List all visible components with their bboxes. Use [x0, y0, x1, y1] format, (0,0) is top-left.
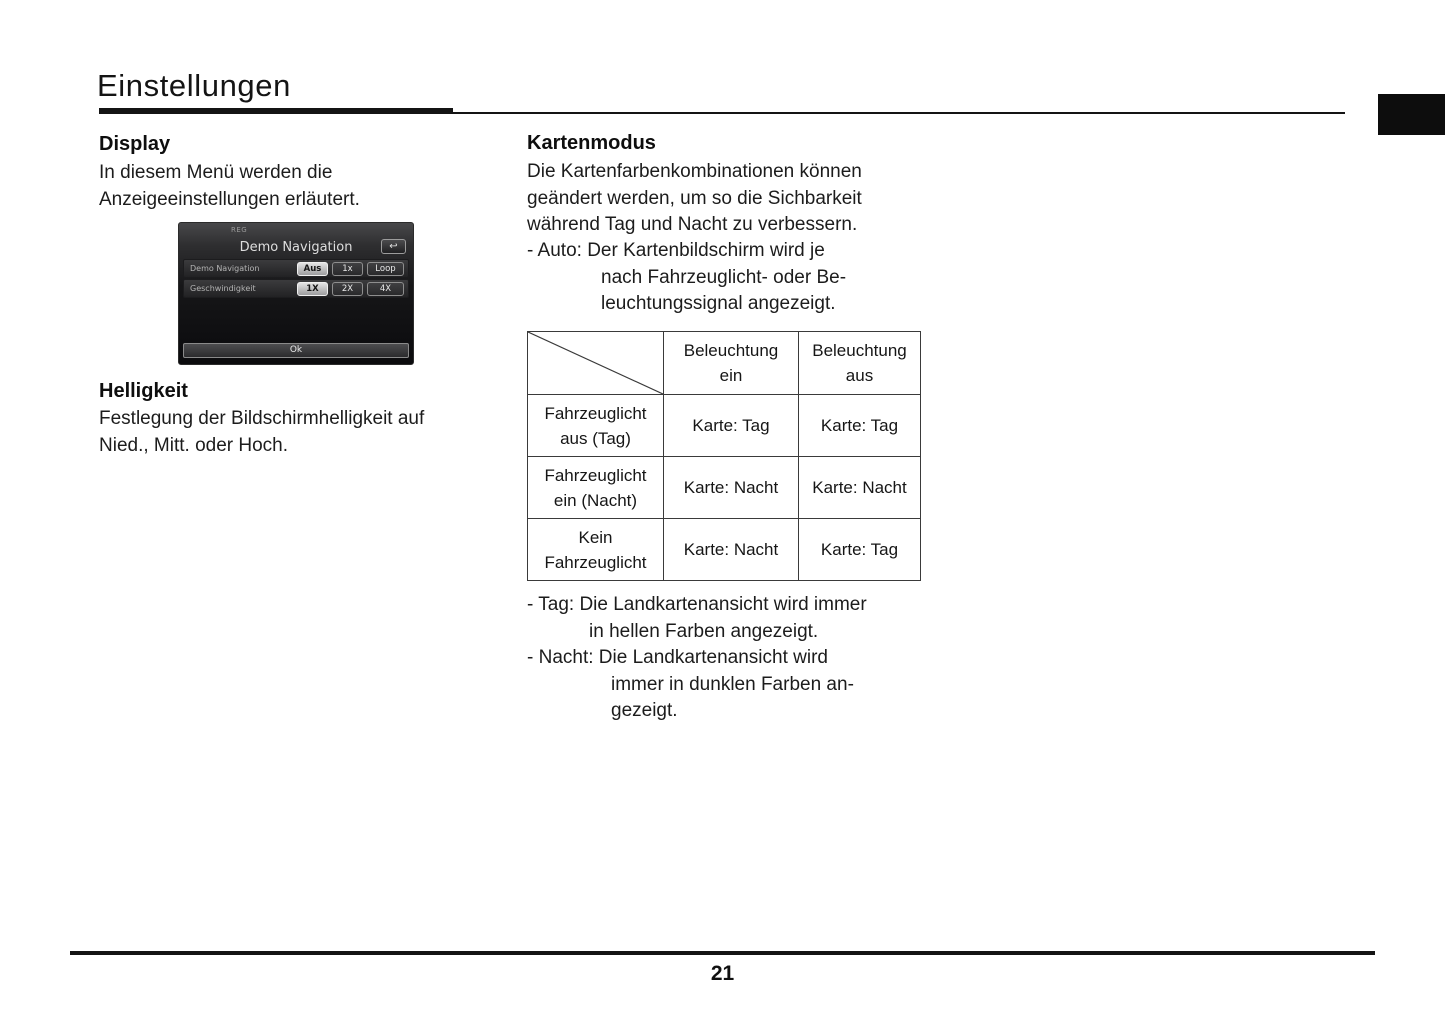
- text-line: gezeigt.: [611, 700, 678, 721]
- header-line: Beleuchtung: [683, 341, 779, 360]
- nacht-list-item: - Nacht: Die Landkartenansicht wird imme…: [527, 645, 854, 725]
- label-line: Fahrzeuglicht: [544, 403, 647, 423]
- kartenmodus-intro: Die Kartenfarbenkombinationen können geä…: [527, 159, 862, 239]
- header-line: aus: [845, 366, 874, 385]
- table-cell: Karte: Nacht: [798, 456, 921, 519]
- back-icon: ↩: [381, 239, 406, 254]
- device-ok-button: Ok: [183, 343, 409, 358]
- device-screen-title: Demo Navigation: [239, 240, 353, 255]
- kartenmodus-table: Beleuchtung ein Beleuchtung aus Fahrzeug…: [527, 331, 921, 581]
- text-line: leuchtungssignal angezeigt.: [601, 293, 836, 314]
- row-label: Fahrzeuglicht aus (Tag): [527, 394, 664, 457]
- device-button-loop: Loop: [367, 261, 404, 276]
- table-row: Fahrzeuglicht aus (Tag) Karte: Tag Karte…: [527, 394, 921, 457]
- page-number: 21: [710, 962, 735, 985]
- device-row-label: Demo Navigation: [190, 264, 260, 273]
- diagonal-line: [528, 332, 663, 394]
- text-line: - Nacht: Die Landkartenansicht wird: [527, 647, 828, 668]
- device-row-demo-navigation: Demo Navigation Aus 1x Loop: [183, 259, 409, 278]
- text-line: während Tag und Nacht zu verbessern.: [527, 214, 858, 235]
- display-paragraph: In diesem Menü werden die Anzeigeeinstel…: [99, 160, 360, 213]
- row-label: Fahrzeuglicht ein (Nacht): [527, 456, 664, 519]
- text-line: Nied., Mitt. oder Hoch.: [99, 434, 289, 456]
- row-label: Kein Fahrzeuglicht: [527, 518, 664, 581]
- text-line: in hellen Farben angezeigt.: [589, 620, 819, 642]
- header-rule: [453, 112, 1345, 114]
- device-map-area: [179, 298, 413, 343]
- text-line: Festlegung der Bildschirmhelligkeit auf: [99, 408, 425, 429]
- device-row-label: Geschwindigkeit: [190, 284, 256, 293]
- table-cell: Karte: Tag: [663, 394, 799, 457]
- text-line: In diesem Menü werden die: [99, 162, 333, 183]
- label-line: Kein: [578, 527, 613, 547]
- table-row: Kein Fahrzeuglicht Karte: Nacht Karte: T…: [527, 518, 921, 581]
- display-heading: Display: [99, 133, 171, 155]
- device-button-aus: Aus: [297, 261, 328, 276]
- text-line: Anzeigeeinstellungen erläutert.: [99, 188, 360, 210]
- label-line: Fahrzeuglicht: [544, 465, 647, 485]
- table-cell: Karte: Tag: [798, 394, 921, 457]
- device-button-1x: 1x: [332, 261, 363, 276]
- text-line: - Auto: Der Kartenbildschirm wird je: [527, 240, 825, 261]
- footer-rule: [70, 951, 1375, 955]
- table-header-beleuchtung-ein: Beleuchtung ein: [663, 331, 799, 395]
- page-title: Einstellungen: [97, 68, 291, 103]
- device-button-1x-speed: 1X: [297, 281, 328, 296]
- label-line: ein (Nacht): [553, 490, 638, 510]
- device-button-2x-speed: 2X: [332, 281, 363, 296]
- title-underline: [99, 108, 453, 114]
- label-line: aus (Tag): [560, 428, 631, 448]
- device-title-bar: Demo Navigation ↩: [179, 237, 413, 258]
- table-cell: Karte: Nacht: [663, 518, 799, 581]
- table-cell: Karte: Nacht: [663, 456, 799, 519]
- table-row: Fahrzeuglicht ein (Nacht) Karte: Nacht K…: [527, 456, 921, 519]
- text-line: immer in dunklen Farben an-: [611, 673, 854, 695]
- helligkeit-heading: Helligkeit: [99, 380, 188, 402]
- text-line: Die Kartenfarbenkombinationen können: [527, 161, 862, 182]
- header-line: ein: [719, 366, 743, 385]
- auto-list-item: - Auto: Der Kartenbildschirm wird je nac…: [527, 238, 846, 318]
- device-status-text: REG: [231, 226, 248, 234]
- tag-list-item: - Tag: Die Landkartenansicht wird immer …: [527, 592, 867, 645]
- section-tab-marker: [1378, 94, 1445, 135]
- text-line: - Tag: Die Landkartenansicht wird immer: [527, 594, 867, 615]
- table-cell: Karte: Tag: [798, 518, 921, 581]
- table-header-beleuchtung-aus: Beleuchtung aus: [798, 331, 921, 395]
- kartenmodus-heading: Kartenmodus: [527, 132, 656, 154]
- device-screenshot: REG Demo Navigation ↩ Demo Navigation Au…: [178, 222, 414, 365]
- device-row-geschwindigkeit: Geschwindigkeit 1X 2X 4X: [183, 279, 409, 298]
- device-button-4x-speed: 4X: [367, 281, 404, 296]
- table-header-row: Beleuchtung ein Beleuchtung aus: [527, 331, 921, 395]
- text-line: nach Fahrzeuglicht- oder Be-: [601, 266, 847, 288]
- label-line: Fahrzeuglicht: [544, 552, 647, 572]
- text-line: geändert werden, um so die Sichbarkeit: [527, 187, 862, 209]
- table-corner-cell: [527, 331, 664, 395]
- helligkeit-paragraph: Festlegung der Bildschirmhelligkeit auf …: [99, 406, 424, 459]
- header-line: Beleuchtung: [812, 341, 907, 360]
